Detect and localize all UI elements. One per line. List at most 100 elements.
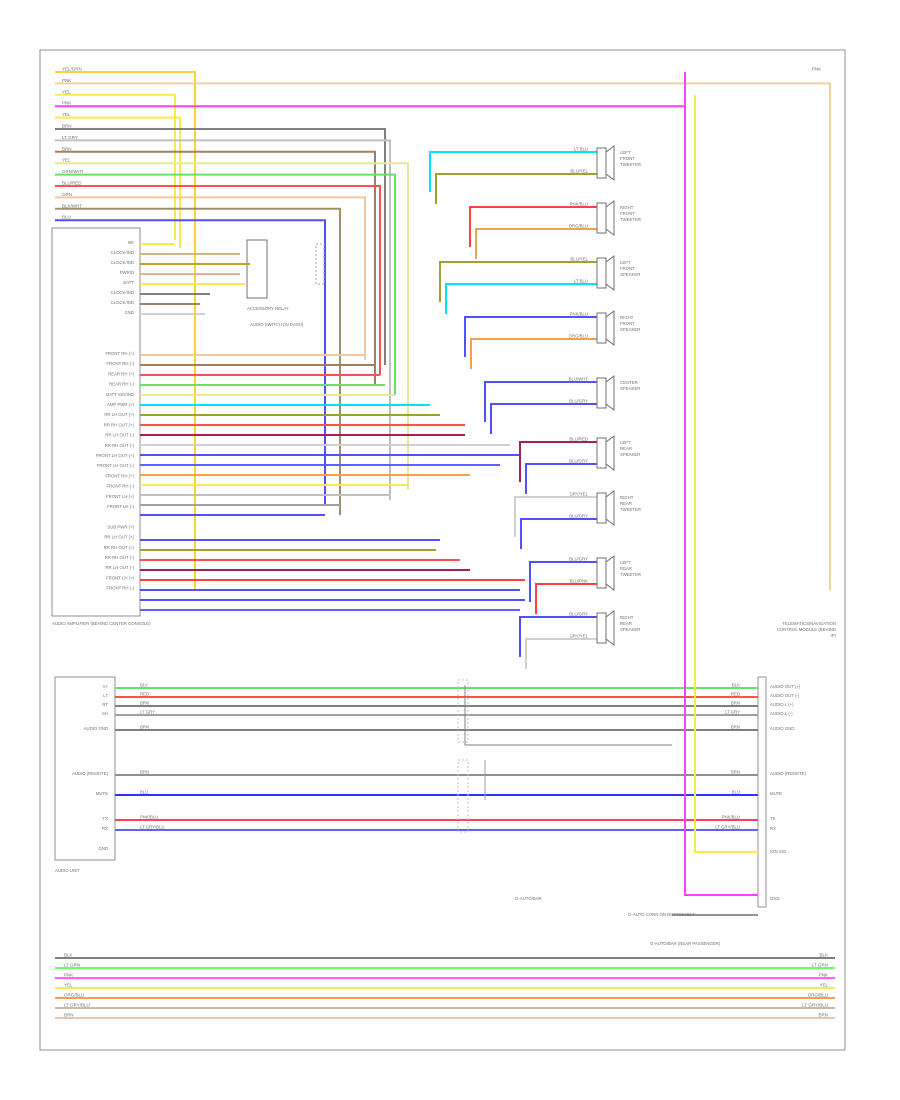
top-bus-label: YEL/GRN: [62, 67, 82, 72]
speaker-name: REAR: [620, 446, 632, 451]
bottom-bus-label: LT GRN: [64, 963, 80, 968]
audio-unit-pin-label: TX: [103, 816, 109, 821]
top-bus-label: YEL: [62, 89, 71, 94]
amp-pin-label: REAR RH (-): [109, 382, 134, 387]
bottom-bus-label: ORG/BLU: [808, 993, 828, 998]
speaker-name: TWEETER: [620, 162, 641, 167]
speaker-group: LT BLUBLU/YELLEFTFRONTTWEETERPNK/BLUORG/…: [429, 145, 641, 669]
amp-pin-label: PWR/D: [120, 270, 134, 275]
relay-box: [246, 239, 268, 299]
top-bus-wire: [55, 219, 326, 505]
speaker-wire-label: GRY/YEL: [569, 492, 588, 497]
amp-pin-label: SUB PWR (+): [107, 524, 134, 529]
speaker-wire: [529, 561, 597, 602]
amp-pin-label: RR RH OUT (-): [105, 555, 135, 560]
audio-link-wire-label: BLU: [732, 790, 740, 795]
speaker-icon: [605, 375, 615, 411]
speaker-wire-label: BLU/GRY: [569, 514, 588, 519]
top-bus-wire: [55, 71, 196, 590]
diagram-frame: [39, 49, 846, 1051]
speaker-connector: [596, 437, 607, 469]
speaker-wire: [519, 616, 597, 657]
speaker-wire: [535, 583, 597, 614]
speaker-wire: [469, 206, 597, 247]
speaker-name: CENTER: [620, 380, 638, 385]
speaker-wire-label: BLU/RED: [569, 437, 588, 442]
bottom-bus-label: LT GRY/BLU: [64, 1003, 90, 1008]
speaker-wire: [464, 316, 597, 357]
speaker-icon: [605, 145, 615, 181]
tcu-pin-label: AUDIO L (-): [770, 711, 793, 716]
amp-pin-label: CLOCK/IND: [111, 290, 134, 295]
audio-unit-pin-label: RX: [102, 826, 108, 831]
speaker-wire-label: BLU/YEL: [570, 257, 588, 262]
speaker-wire: [525, 463, 597, 494]
audio-link-wire-label: BRN: [140, 770, 149, 775]
tcu-pin-label: AUDIO GND: [770, 726, 794, 731]
audio-unit-name: AUDIO UNIT: [55, 868, 80, 873]
speaker-name: SPEAKER: [620, 386, 640, 391]
speaker-name: RIGHT: [620, 315, 634, 320]
top-bus-label: YEL: [62, 158, 71, 163]
telematics-control-module: AUDIO OUT (+)AUDIO OUT (-)AUDIO L (+)AUD…: [757, 621, 837, 908]
bottom-bus-label: BLK: [64, 953, 73, 958]
speaker-wire: [525, 638, 597, 669]
speaker-name: SPEAKER: [620, 627, 640, 632]
audio-unit-box: [54, 676, 116, 861]
amp-pin-label: REAR RH (+): [108, 371, 134, 376]
top-bus-label: GRN: [62, 192, 72, 197]
speaker-icon: [605, 610, 615, 646]
audio-unit-pin-label: AUDIO GND: [84, 726, 108, 731]
ground-label: G-AUTO/BAR (NEAR PASSENGER): [650, 941, 721, 946]
amp-pin-label: RR LH OUT (-): [105, 433, 134, 438]
top-bus-wire: [55, 139, 391, 500]
speaker-wire: [439, 261, 597, 302]
speaker-name: TWEETER: [620, 572, 641, 577]
shield-wire: [464, 685, 672, 746]
bottom-bus-label: LT GRY/BLU: [802, 1003, 828, 1008]
amp-pin-label: FRONT LH (-): [107, 504, 134, 509]
tcu-pin-label: AUDIO (REMOTE): [770, 771, 807, 776]
speaker-wire-label: ORG/BLU: [569, 224, 588, 229]
speaker-name: SPEAKER: [620, 272, 640, 277]
audio-link-wire-label: RED: [731, 692, 740, 697]
amp-pin-label: FRONT RH (-): [106, 586, 134, 591]
amp-pin-label: AMP PWR (+): [107, 402, 135, 407]
speaker-name: TWEETER: [620, 507, 641, 512]
audio-unit-pin-label: AUDIO (REMOTE): [72, 771, 109, 776]
speaker-icon: [605, 310, 615, 346]
speaker-wire-label: PNK/BLU: [570, 202, 588, 207]
bottom-bus-label: BLK: [819, 953, 828, 958]
top-bus-wire: [55, 207, 341, 515]
ignition-wire: [694, 95, 758, 853]
bottom-bus-label: LT GRN: [812, 963, 828, 968]
speaker-wire-label: BLU/GRY: [569, 612, 588, 617]
tcu-pin-label: RX: [770, 826, 776, 831]
speaker-name: LEFT: [620, 440, 631, 445]
amp-pin-label: CLOCK/IND: [111, 260, 134, 265]
speaker-icon: [605, 255, 615, 291]
amp-pin-label: FRONT RH (+): [105, 351, 134, 356]
speaker-wire-label: BLU/PNK: [570, 579, 589, 584]
top-bus-label: BLU/RED: [62, 181, 82, 186]
speaker-icon: [605, 200, 615, 236]
speaker-connector: [596, 147, 607, 179]
audio-link-wire-label: BLK: [140, 683, 148, 688]
speaker-wire-label: BLU/GRY: [569, 459, 588, 464]
bottom-bus-label: PNK: [819, 973, 828, 978]
bottom-bus-label: ORG/BLU: [64, 993, 84, 998]
top-bus-wire: [55, 173, 396, 395]
speaker-wire: [514, 496, 597, 537]
ignition-wire: [684, 72, 758, 896]
audio-unit-pin-label: GND: [98, 846, 108, 851]
amp-pin-label: RR LH OUT (+): [104, 412, 134, 417]
top-bus-right-label: PNK: [812, 67, 821, 72]
audio-unit-pin-label: MUTE: [96, 791, 108, 796]
top-bus-wire: [55, 93, 176, 240]
speaker-wire: [429, 151, 597, 192]
speaker-connector: [596, 312, 607, 344]
speaker-name: RIGHT: [620, 495, 634, 500]
